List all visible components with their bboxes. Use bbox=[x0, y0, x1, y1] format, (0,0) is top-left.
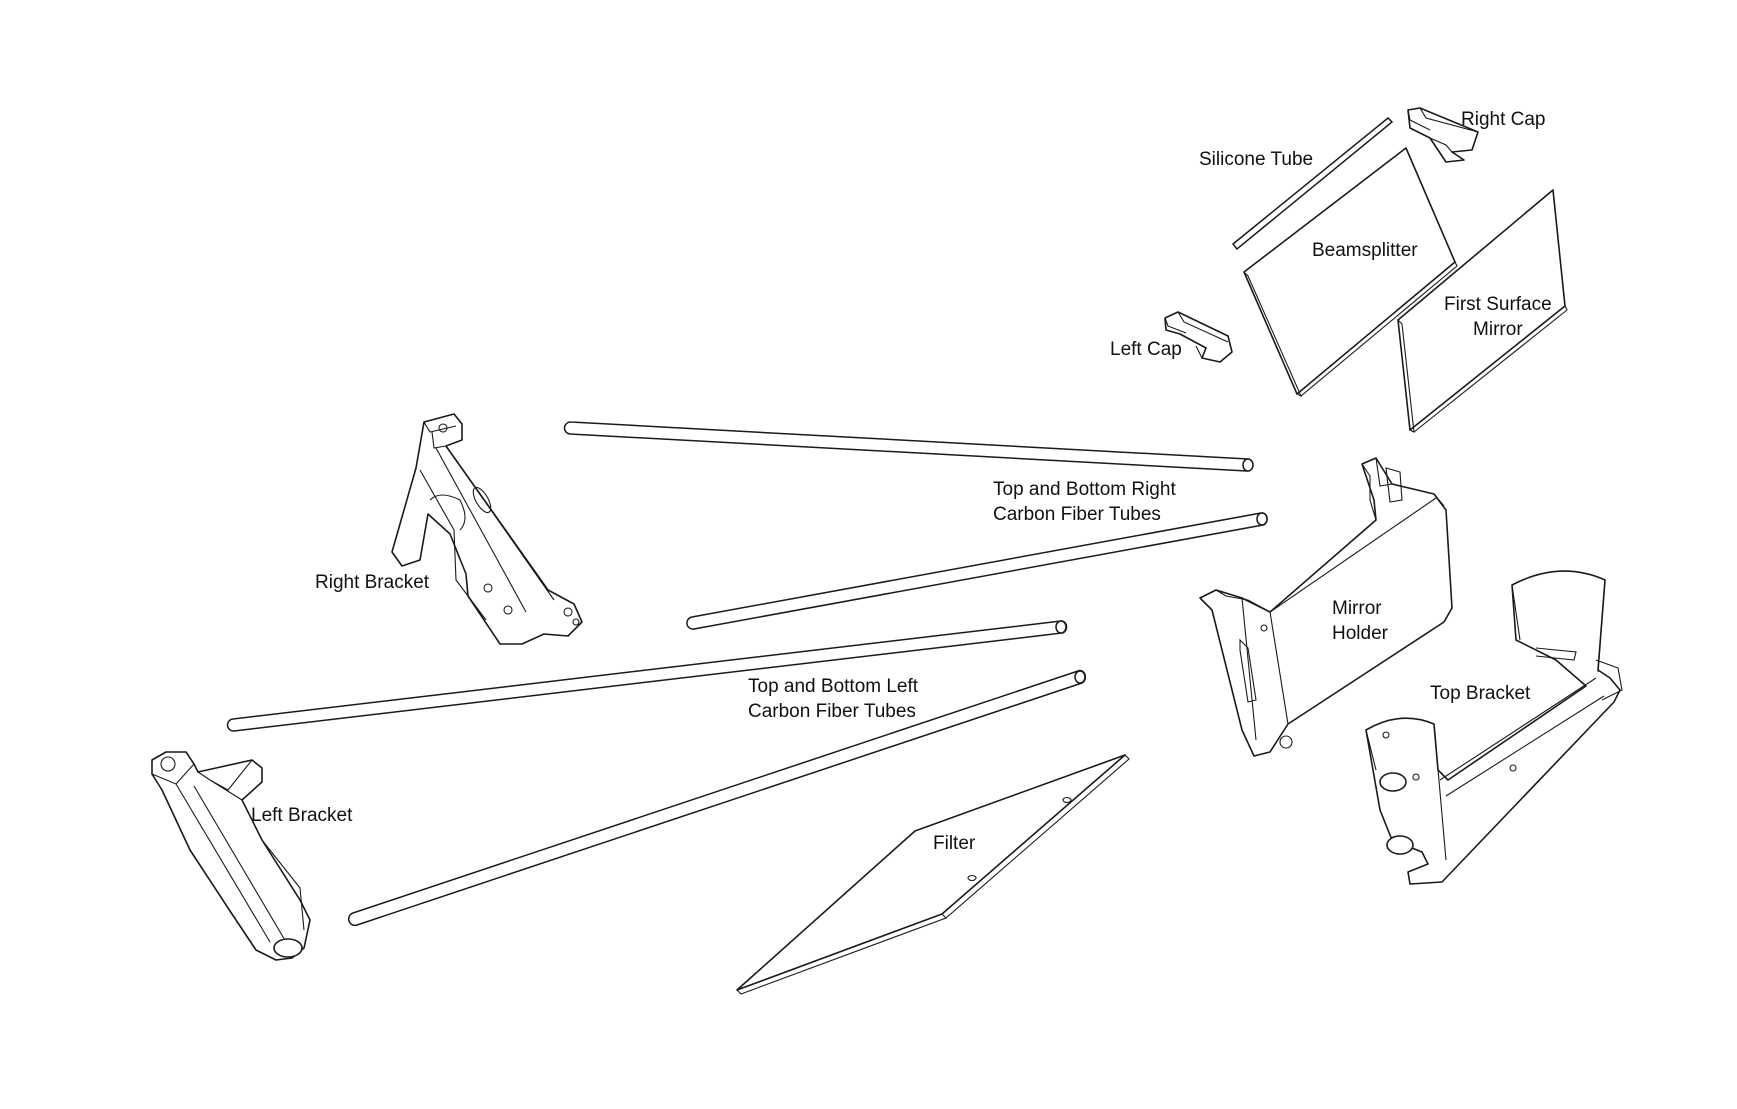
right-carbon-tube-lower bbox=[686, 512, 1268, 630]
top-bracket-part bbox=[1365, 570, 1623, 885]
right-carbon-tube-upper bbox=[563, 421, 1254, 472]
mirror-holder-line-1: Mirror bbox=[1332, 598, 1382, 619]
top-bracket-label: Top Bracket bbox=[1430, 683, 1531, 704]
right-bracket-label: Right Bracket bbox=[315, 572, 430, 593]
filter-part bbox=[736, 754, 1130, 995]
left-cap-label: Left Cap bbox=[1110, 339, 1182, 360]
right-cap-part bbox=[1407, 107, 1479, 163]
silicone-tube-label: Silicone Tube bbox=[1199, 149, 1314, 170]
first-surface-mirror-line-1: First Surface bbox=[1444, 294, 1552, 315]
first-surface-mirror-part bbox=[1397, 189, 1568, 433]
left-tubes-line-2: Carbon Fiber Tubes bbox=[748, 701, 916, 722]
right-tubes-line-2: Carbon Fiber Tubes bbox=[993, 504, 1161, 525]
left-tubes-label: Top and Bottom Left Carbon Fiber Tubes bbox=[748, 674, 918, 724]
right-tubes-label: Top and Bottom Right Carbon Fiber Tubes bbox=[993, 477, 1176, 527]
beamsplitter-label: Beamsplitter bbox=[1312, 240, 1418, 261]
first-surface-mirror-line-2: Mirror bbox=[1473, 319, 1523, 340]
left-cap-part bbox=[1164, 311, 1233, 363]
mirror-holder-line-2: Holder bbox=[1332, 623, 1388, 644]
filter-label: Filter bbox=[933, 833, 976, 854]
beamsplitter-part bbox=[1243, 147, 1458, 398]
left-carbon-tube-upper bbox=[226, 620, 1068, 732]
left-carbon-tube-lower bbox=[347, 669, 1087, 927]
mirror-holder-part bbox=[1199, 457, 1453, 757]
right-bracket-part bbox=[391, 413, 583, 645]
right-cap-label: Right Cap bbox=[1461, 109, 1546, 130]
left-bracket-part bbox=[151, 751, 311, 961]
left-bracket-label: Left Bracket bbox=[251, 805, 353, 826]
right-tubes-line-1: Top and Bottom Right bbox=[993, 479, 1176, 500]
left-tubes-line-1: Top and Bottom Left bbox=[748, 676, 919, 697]
silicone-tube-part bbox=[1231, 116, 1394, 251]
mirror-holder-label: Mirror Holder bbox=[1332, 596, 1388, 646]
first-surface-mirror-label: First Surface Mirror bbox=[1444, 292, 1552, 342]
